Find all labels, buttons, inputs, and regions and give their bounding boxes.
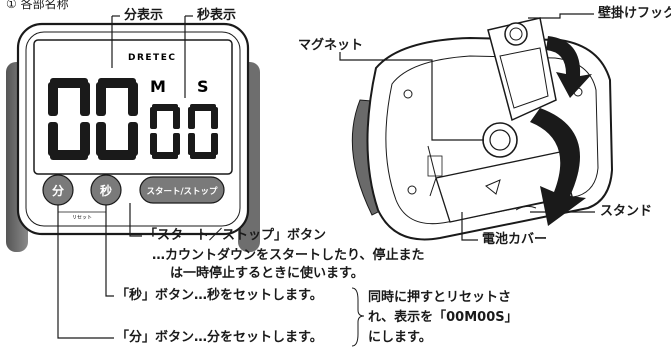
timer-back <box>351 17 614 241</box>
callout-magnet: マグネット <box>298 38 364 53</box>
sec-button-label: 秒 <box>100 183 112 198</box>
desc-startstop-title: 「スタート／ストップ」ボタン <box>144 228 327 243</box>
reset-note-brace <box>351 287 365 347</box>
seconds-digits <box>150 104 218 159</box>
desc-min-button: 「分」ボタン…分をセットします。 <box>116 330 323 345</box>
unit-m-label: M <box>150 77 166 96</box>
reset-mark-label: リセット <box>72 215 92 221</box>
header-title: 各部名称 <box>20 0 69 11</box>
stand-notch <box>515 205 537 211</box>
left-leader-lines <box>57 15 193 339</box>
callout-minute-display: 分表示 <box>124 8 164 23</box>
right-leader-lines <box>339 13 595 241</box>
startstop-button-label: スタート/ストップ <box>146 186 218 197</box>
brand-logo: DRETEC <box>128 53 176 63</box>
callout-stand: スタンド <box>600 204 653 219</box>
stand-hinge <box>427 145 437 197</box>
desc-reset-line2: れ、表示を「00M00S」 <box>368 310 518 325</box>
desc-sec-button: 「秒」ボタン…秒をセットします。 <box>116 288 323 303</box>
timer-bezel <box>25 31 241 227</box>
wall-hook-inner-plate <box>499 47 549 109</box>
minutes-digits <box>48 78 138 160</box>
callout-battery-cover: 電池カバー <box>482 232 548 247</box>
desc-reset-line3: にします。 <box>368 330 432 345</box>
circle-number-icon: ① <box>6 0 17 11</box>
battery-cover-arrow-icon <box>485 179 501 195</box>
startstop-button[interactable] <box>139 176 225 204</box>
screw-hole <box>403 89 413 99</box>
desc-startstop-line2: は一時停止するときに使います。 <box>170 266 364 281</box>
unit-s-label: S <box>197 77 209 96</box>
wall-hook-plate <box>487 17 557 122</box>
timer-front: DRETEC M S <box>6 22 260 252</box>
desc-startstop-line1: …カウントダウンをスタートしたり、停止また <box>152 248 425 263</box>
stand-rotate-arrow-icon <box>530 108 586 226</box>
screw-hole <box>407 185 417 195</box>
spring-coil <box>427 155 443 177</box>
callout-second-display: 秒表示 <box>197 8 237 23</box>
back-inner-rim <box>385 55 599 225</box>
min-button-label: 分 <box>52 183 64 198</box>
magnet-center <box>489 129 511 151</box>
desc-reset-line1: 同時に押すとリセットさ <box>368 290 512 305</box>
battery-cover <box>435 151 573 223</box>
wall-hook-inner <box>509 27 523 41</box>
section-header: ① 各部名称 <box>6 0 69 12</box>
callout-wall-hook: 壁掛けフック <box>598 6 671 21</box>
hook-rotate-arrow-icon <box>546 36 592 98</box>
